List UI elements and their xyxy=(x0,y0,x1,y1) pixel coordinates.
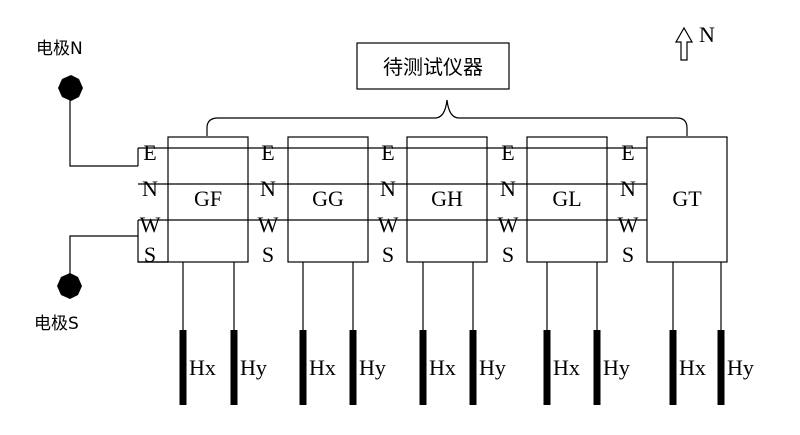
channel-w-label: W xyxy=(618,212,639,237)
channel-w-label: W xyxy=(258,212,279,237)
channel-n-label: N xyxy=(620,176,636,201)
sensor-hx-label: Hx xyxy=(309,355,336,380)
sensor-hy-label: Hy xyxy=(240,355,267,380)
channel-e-label: E xyxy=(381,140,394,165)
unit-box-gl xyxy=(526,136,608,263)
channel-e-label: E xyxy=(143,140,156,165)
channel-n-label: N xyxy=(380,176,396,201)
channel-n-label: N xyxy=(142,176,158,201)
channel-s-label: S xyxy=(382,242,394,267)
sensor-group-gh xyxy=(419,262,477,405)
sensor-group-gt xyxy=(669,262,725,405)
electrode-s-icon xyxy=(57,273,82,299)
unit-label-gg: GG xyxy=(312,186,344,211)
channel-w-label: W xyxy=(140,212,161,237)
channel-s-label: S xyxy=(144,242,156,267)
channel-e-label: E xyxy=(501,140,514,165)
electrode-n-icon xyxy=(58,75,83,101)
sensor-hy-label: Hy xyxy=(603,355,630,380)
channel-w-label: W xyxy=(378,212,399,237)
sensor-hy-label: Hy xyxy=(359,355,386,380)
electrode-s-wire xyxy=(69,235,138,277)
channel-e-label: E xyxy=(261,140,274,165)
sensor-hx-label: Hx xyxy=(553,355,580,380)
channel-w-label: W xyxy=(498,212,519,237)
unit-box-gt xyxy=(646,136,728,263)
channel-s-label: S xyxy=(502,242,514,267)
north-arrow-label: N xyxy=(699,22,715,47)
sensor-group-gl xyxy=(543,262,601,405)
sensor-hx-label: Hx xyxy=(189,355,216,380)
unit-box-gh xyxy=(406,136,488,263)
channel-s-label: S xyxy=(622,242,634,267)
device-connection-brace xyxy=(206,99,688,136)
channel-s-label: S xyxy=(262,242,274,267)
unit-label-gf: GF xyxy=(194,186,222,211)
unit-label-gl: GL xyxy=(552,186,581,211)
device-label: 待测试仪器 xyxy=(383,55,483,79)
sensor-group-gf xyxy=(179,262,238,405)
sensor-hy-label: Hy xyxy=(479,355,506,380)
device-box xyxy=(356,42,510,90)
north-arrow-icon xyxy=(674,26,694,61)
sensor-hy-label: Hy xyxy=(727,355,754,380)
sensor-group-gg xyxy=(299,262,357,405)
unit-box-gf xyxy=(167,136,249,263)
sensor-hx-label: Hx xyxy=(429,355,456,380)
electrode-n-wire xyxy=(69,97,138,167)
unit-box-gg xyxy=(287,136,369,263)
sensor-hx-label: Hx xyxy=(679,355,706,380)
electrode-n-label: 电极N xyxy=(36,39,83,59)
channel-n-label: N xyxy=(260,176,276,201)
channel-e-label: E xyxy=(621,140,634,165)
channel-n-label: N xyxy=(500,176,516,201)
electrode-s-label: 电极S xyxy=(34,314,79,334)
unit-label-gh: GH xyxy=(431,186,463,211)
unit-label-gt: GT xyxy=(672,186,702,211)
